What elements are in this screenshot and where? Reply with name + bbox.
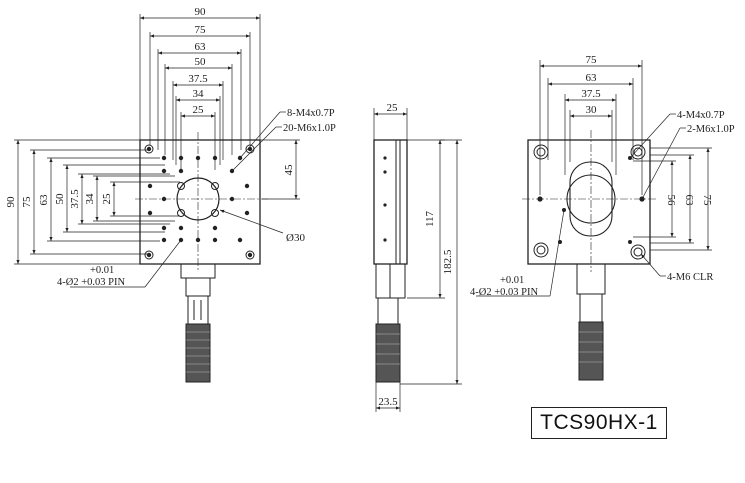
side-top-width: 25 xyxy=(387,102,399,114)
side-bottom-width: 23.5 xyxy=(378,396,398,408)
front-micrometer-neck xyxy=(180,263,216,279)
front-callout-m6: 20-M6x1.0P xyxy=(283,123,336,134)
back-width-63: 63 xyxy=(586,72,598,84)
back-height-63: 63 xyxy=(683,195,695,207)
front-height-37-5: 37.5 xyxy=(69,189,81,209)
back-callout-m6: 2-M6x1.0P xyxy=(687,124,735,135)
model-number: TCS90HX-1 xyxy=(531,407,667,439)
side-height-182-5: 182.5 xyxy=(442,249,454,274)
front-height-50: 50 xyxy=(54,193,66,205)
front-pin-tolerance: +0.01 xyxy=(90,265,114,276)
front-pin-label: 4-Ø2 +0.03 PIN xyxy=(57,277,125,288)
front-width-75: 75 xyxy=(195,24,207,36)
front-height-25: 25 xyxy=(101,193,113,205)
side-view-labels: 25 117 182.5 23.5 xyxy=(378,102,454,408)
front-micrometer-thimble xyxy=(185,323,211,383)
back-callout-m4: 4-M4x0.7P xyxy=(677,110,725,121)
front-width-63: 63 xyxy=(195,41,207,53)
front-width-37-5: 37.5 xyxy=(188,73,208,85)
back-micrometer-thimble xyxy=(578,321,604,381)
front-view xyxy=(14,14,300,383)
back-pin-tolerance: +0.01 xyxy=(500,275,524,286)
back-width-30: 30 xyxy=(586,104,598,116)
back-view xyxy=(476,60,712,381)
side-height-117: 117 xyxy=(424,210,436,227)
back-height-75: 75 xyxy=(701,195,713,207)
back-width-75: 75 xyxy=(586,54,598,66)
back-view-labels: 75 63 37.5 30 56 63 75 4-M4x0.7P 2-M6x1.… xyxy=(470,54,735,298)
front-height-34: 34 xyxy=(84,193,96,205)
front-width-25: 25 xyxy=(193,104,205,116)
front-dim-phi30: Ø30 xyxy=(286,232,305,244)
side-view xyxy=(373,108,462,412)
side-stage-body xyxy=(373,139,408,265)
front-height-90: 90 xyxy=(5,196,17,208)
back-callout-clr: 4-M6 CLR xyxy=(667,272,713,283)
back-height-56: 56 xyxy=(665,195,677,207)
side-micrometer-thimble xyxy=(375,323,401,383)
front-dim-45: 45 xyxy=(283,164,295,176)
front-width-90: 90 xyxy=(195,6,207,18)
front-view-labels: 90 75 63 50 37.5 34 25 90 75 63 50 37.5 … xyxy=(5,6,336,288)
front-height-75: 75 xyxy=(21,196,33,208)
front-ring-holes xyxy=(144,144,255,260)
front-callout-m4: 8-M4x0.7P xyxy=(287,108,335,119)
front-height-63: 63 xyxy=(38,194,50,206)
front-height-dimensions xyxy=(14,139,180,265)
back-width-37-5: 37.5 xyxy=(581,88,601,100)
back-pin-label: 4-Ø2 +0.03 PIN xyxy=(470,287,538,298)
front-width-50: 50 xyxy=(195,56,207,68)
front-width-34: 34 xyxy=(193,88,205,100)
front-holes xyxy=(146,146,253,258)
front-width-dimensions xyxy=(139,14,261,170)
